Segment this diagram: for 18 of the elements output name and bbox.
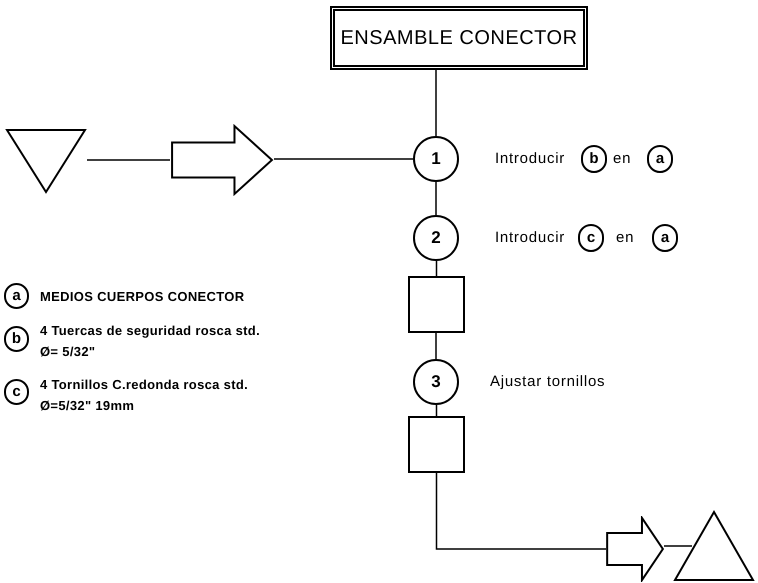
connector-line	[274, 158, 413, 160]
description-text: 4 Tornillos C.redonda rosca std. Ø=5/32" 19mm	[40, 376, 250, 415]
description-text: MEDIOS CUERPOS CONECTOR	[40, 288, 246, 306]
step-text: en	[613, 149, 632, 169]
connector-line	[435, 333, 437, 359]
connector-line	[87, 159, 170, 161]
description-text: Ajustar tornillos	[490, 372, 606, 392]
connector-line	[436, 405, 438, 416]
description-text: 4 Tuercas de seguridad rosca std. Ø= 5/32"	[40, 322, 262, 361]
step-text: Introducir	[495, 149, 566, 169]
title-box: ENSAMBLE CONECTOR	[330, 6, 588, 70]
connector-line	[664, 545, 692, 547]
step-text: Introducir	[495, 228, 566, 248]
connector-line	[436, 473, 606, 550]
connector-line	[435, 70, 437, 136]
connector-line	[436, 261, 438, 276]
step-text: en	[616, 228, 634, 248]
connector-line	[435, 182, 437, 215]
